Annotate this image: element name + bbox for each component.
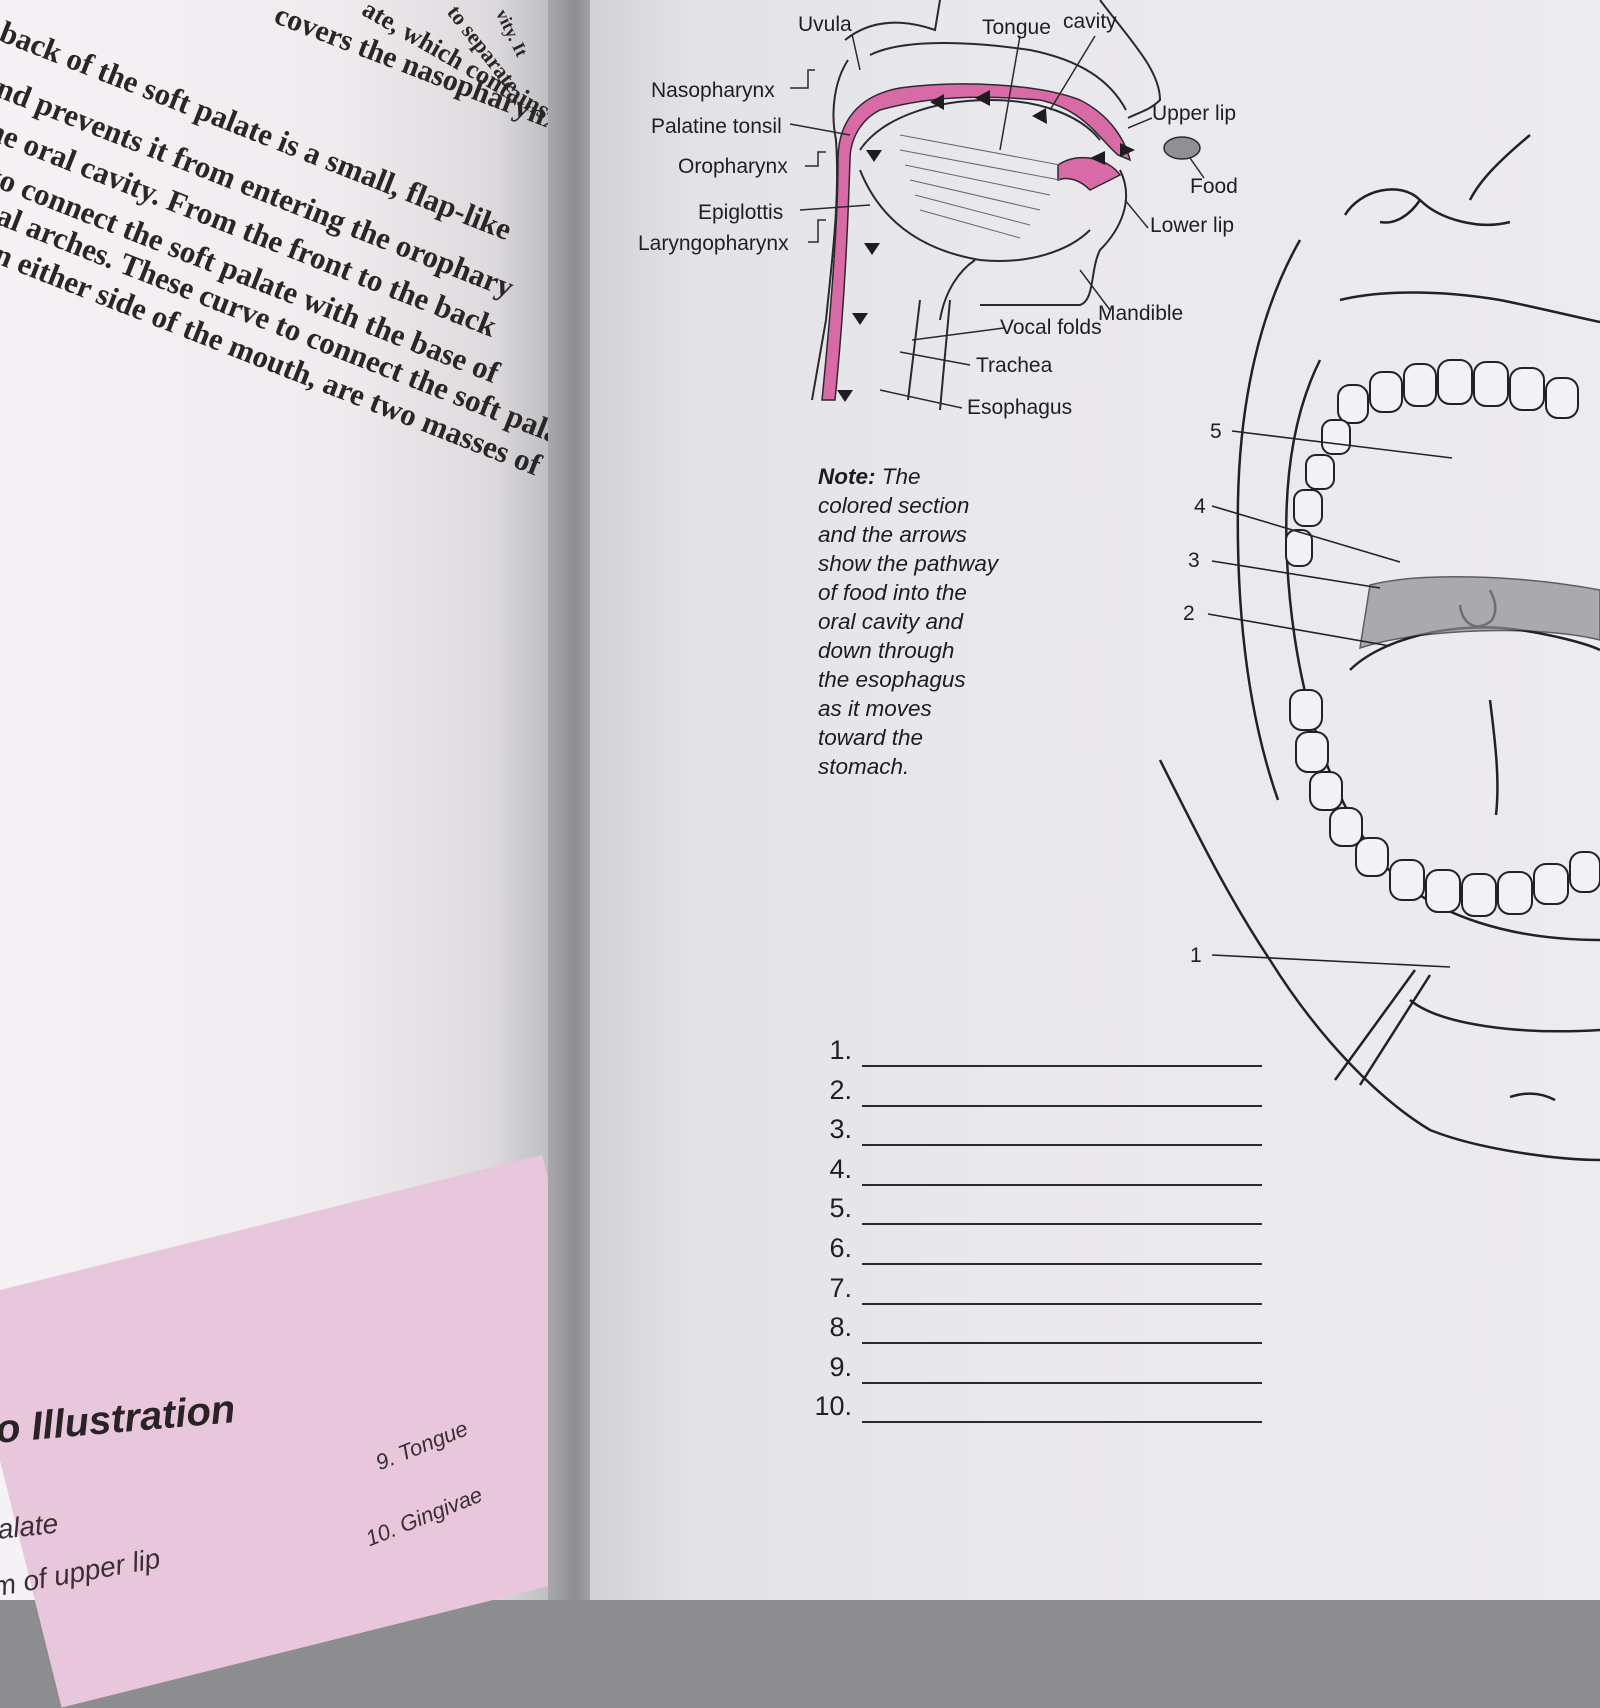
- label-tongue: Tongue: [982, 16, 1051, 39]
- label-nasopharynx: Nasopharynx: [651, 79, 775, 102]
- label-vocal-folds: Vocal folds: [1000, 316, 1102, 339]
- label-food: Food: [1190, 175, 1238, 198]
- open-mouth-diagram: [1158, 134, 1600, 1162]
- note-line: toward the: [818, 725, 924, 750]
- label-oropharynx: Oropharynx: [678, 155, 788, 178]
- note-line: as it moves: [818, 696, 932, 721]
- answer-number: 1.: [829, 1035, 852, 1065]
- note-line: and the arrows: [818, 522, 967, 547]
- answer-number: 10.: [814, 1391, 852, 1422]
- note-text: Note: The colored section and the arrows…: [818, 462, 998, 781]
- answer-blank[interactable]: [862, 1302, 1262, 1305]
- answer-blank[interactable]: [862, 1183, 1262, 1186]
- note-line: the esophagus: [818, 667, 966, 692]
- answer-number: 4.: [829, 1153, 852, 1184]
- note-line: down through: [818, 638, 955, 663]
- note-line: stomach.: [818, 754, 910, 779]
- note-bold: Note:: [818, 464, 876, 489]
- answer-number: 8.: [829, 1312, 852, 1343]
- mouth-callout-2: 2: [1183, 602, 1195, 625]
- answer-blank[interactable]: [862, 1144, 1262, 1147]
- answer-blank[interactable]: [862, 1065, 1262, 1067]
- mouth-callout-1: 1: [1190, 944, 1202, 967]
- label-upper-lip: Upper lip: [1152, 102, 1237, 125]
- answer-number: 2.: [829, 1074, 852, 1105]
- label-trachea: Trachea: [976, 354, 1053, 377]
- note-line: of food into the: [818, 580, 967, 605]
- label-lower-lip: Lower lip: [1150, 214, 1235, 237]
- sagittal-head-diagram: [789, 0, 1205, 411]
- answer-blank[interactable]: [862, 1381, 1262, 1384]
- answer-blank[interactable]: [862, 1223, 1262, 1226]
- answer-number: 5.: [829, 1193, 852, 1224]
- answer-blank[interactable]: [862, 1421, 1262, 1424]
- mouth-callout-3: 3: [1188, 549, 1200, 572]
- label-laryngopharynx: Laryngopharynx: [638, 232, 789, 255]
- label-uvula: Uvula: [798, 13, 852, 36]
- label-esophagus: Esophagus: [967, 396, 1073, 419]
- note-line: oral cavity and: [818, 609, 964, 634]
- note-line: show the pathway: [818, 551, 999, 576]
- label-cavity: cavity: [1063, 10, 1117, 33]
- label-mandible: Mandible: [1098, 302, 1184, 325]
- answer-blank[interactable]: [862, 1104, 1262, 1107]
- note-line: The: [881, 464, 921, 489]
- answer-number: 6.: [829, 1232, 852, 1263]
- note-line: colored section: [818, 493, 970, 518]
- label-palatine-tonsil: Palatine tonsil: [651, 115, 782, 138]
- answer-number: 9.: [829, 1351, 852, 1382]
- answer-number: 3.: [829, 1114, 852, 1145]
- mouth-callout-4: 4: [1194, 495, 1206, 518]
- answer-blank[interactable]: [862, 1342, 1262, 1345]
- mouth-callout-5: 5: [1210, 420, 1222, 443]
- answer-blank[interactable]: [862, 1262, 1262, 1265]
- label-epiglottis: Epiglottis: [698, 201, 784, 224]
- answer-number: 7.: [829, 1272, 852, 1303]
